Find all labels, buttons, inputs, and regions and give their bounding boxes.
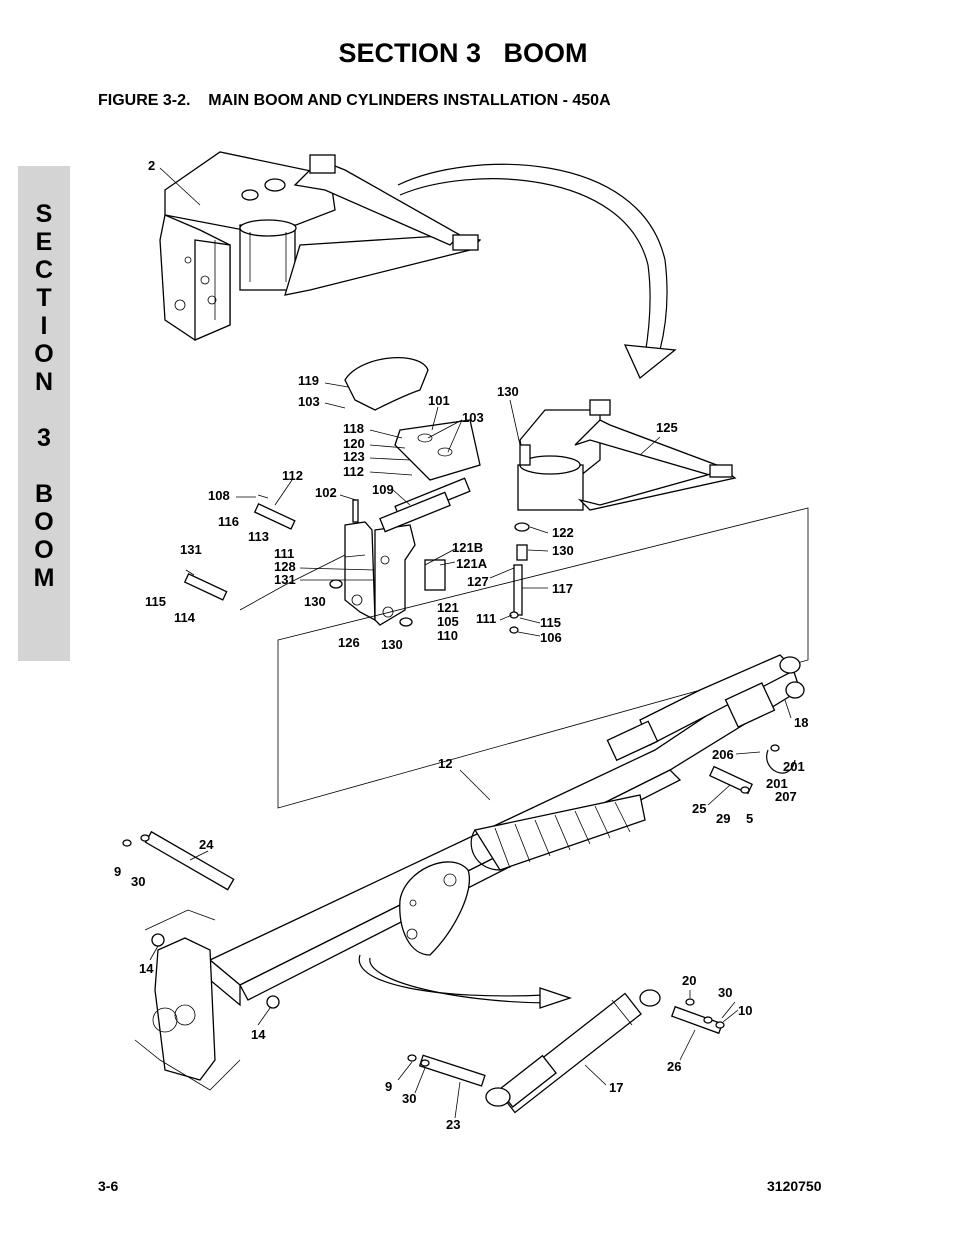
callout-30: 30	[131, 874, 145, 889]
tab-letter: I	[40, 312, 48, 340]
callout-117: 117	[552, 581, 573, 596]
callout-109: 109	[372, 482, 394, 497]
callout-125: 125	[656, 420, 678, 435]
callout-20: 20	[682, 973, 696, 988]
callout-25: 25	[692, 801, 706, 816]
callout-113: 113	[248, 529, 269, 544]
page-number: 3-6	[98, 1178, 119, 1194]
callout-115: 115	[145, 594, 166, 609]
callout-17: 17	[609, 1080, 623, 1095]
callout-130: 130	[381, 637, 403, 652]
cable-energy-chain	[470, 794, 646, 871]
callout-121: 121	[437, 600, 459, 615]
callout-120: 120	[343, 436, 365, 451]
callout-9: 9	[385, 1079, 392, 1094]
callout-103: 103	[298, 394, 320, 409]
callout-114: 114	[174, 610, 196, 625]
callout-121B: 121B	[452, 540, 483, 555]
callout-111: 111	[274, 546, 294, 561]
document-number: 3120750	[767, 1178, 822, 1194]
callout-207: 207	[775, 789, 797, 804]
callout-2: 2	[148, 158, 155, 173]
turntable-assembly-top	[159, 151, 482, 341]
tab-letter: C	[34, 256, 54, 284]
callout-126: 126	[338, 635, 360, 650]
callout-5: 5	[746, 811, 753, 826]
callout-26: 26	[667, 1059, 681, 1074]
callout-112: 112	[282, 468, 303, 483]
turntable-assembly-exploded	[509, 399, 737, 634]
callout-206: 206	[712, 747, 734, 762]
callout-101: 101	[428, 393, 450, 408]
tab-letter: T	[36, 284, 52, 312]
tab-letter: N	[34, 368, 54, 396]
callout-103: 103	[462, 410, 484, 425]
callout-201: 201	[766, 776, 788, 791]
callout-110: 110	[437, 628, 458, 643]
assembly-flow-arrow	[397, 163, 677, 380]
boom-pivot-assembly	[183, 357, 481, 627]
callout-131: 131	[274, 572, 296, 587]
callout-116: 116	[218, 514, 239, 529]
tab-letter: B	[34, 480, 54, 508]
callout-105: 105	[437, 614, 459, 629]
callout-leaders	[149, 167, 792, 1119]
tab-letter: S	[35, 200, 53, 228]
tab-letter: O	[34, 536, 54, 564]
callout-24: 24	[199, 837, 214, 852]
callout-122: 122	[552, 525, 574, 540]
callout-14: 14	[139, 961, 154, 976]
callout-18: 18	[794, 715, 808, 730]
tab-letter: O	[34, 508, 54, 536]
callout-130: 130	[304, 594, 326, 609]
callout-23: 23	[446, 1117, 460, 1132]
callout-119: 119	[298, 373, 319, 388]
callout-115: 115	[540, 615, 561, 630]
callout-29: 29	[716, 811, 730, 826]
callout-14: 14	[251, 1027, 266, 1042]
callout-201: 201	[783, 759, 805, 774]
callout-106: 106	[540, 630, 562, 645]
callout-102: 102	[315, 485, 337, 500]
callout-130: 130	[497, 384, 519, 399]
lift-cylinder	[485, 989, 661, 1114]
callout-112: 112	[343, 464, 364, 479]
callout-118: 118	[343, 421, 364, 436]
callout-9: 9	[114, 864, 121, 879]
callout-131: 131	[180, 542, 202, 557]
reference-plane	[277, 507, 809, 809]
callout-30: 30	[718, 985, 732, 1000]
callout-127: 127	[467, 574, 489, 589]
tab-letter: M	[33, 564, 55, 592]
callout-111: 111	[476, 611, 496, 626]
section-side-tab: S E C T I O N 3 B O O M	[18, 166, 70, 661]
callout-labels: 2 119 103 101 103 130 118 120 123 112 12…	[114, 158, 808, 1132]
pins-and-fasteners	[122, 744, 796, 1087]
tab-letter: O	[34, 340, 54, 368]
callout-30: 30	[402, 1091, 416, 1106]
callout-121A: 121A	[456, 556, 488, 571]
callout-123: 123	[343, 449, 365, 464]
figure-title: FIGURE 3-2. MAIN BOOM AND CYLINDERS INST…	[98, 92, 611, 109]
section-title: SECTION 3 BOOM	[338, 38, 588, 68]
callout-130: 130	[552, 543, 574, 558]
tab-letter: 3	[37, 424, 51, 452]
callout-128: 128	[274, 559, 296, 574]
tab-letter: E	[35, 228, 53, 256]
callout-12: 12	[438, 756, 452, 771]
callout-108: 108	[208, 488, 230, 503]
cylinder-mount-plate	[358, 861, 573, 1009]
callout-10: 10	[738, 1003, 752, 1018]
